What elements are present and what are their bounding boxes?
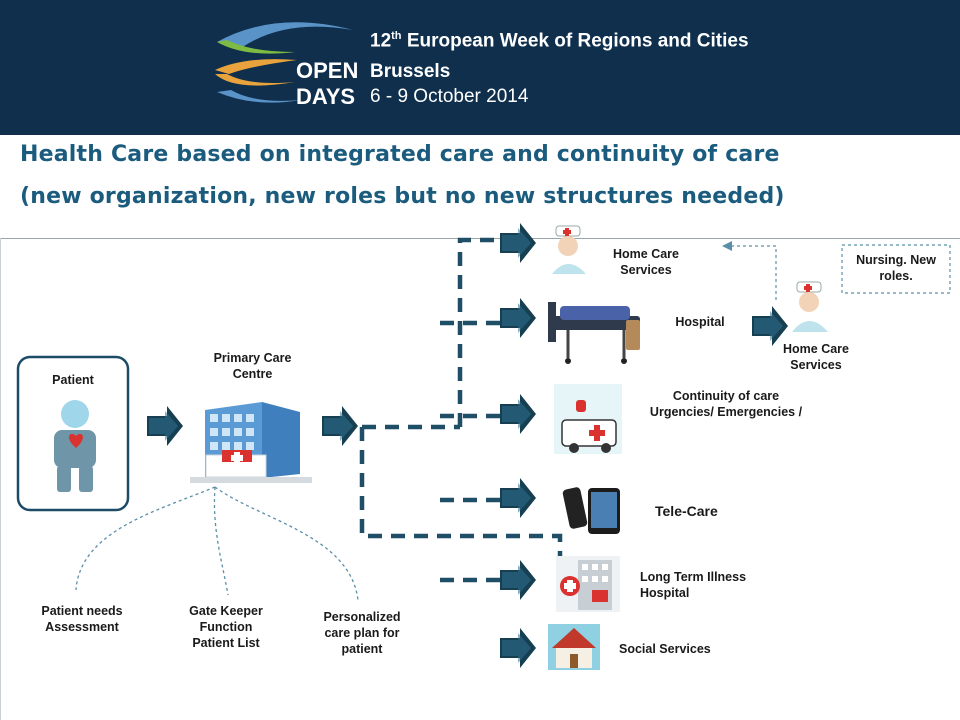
label-primary-care: Primary Care Centre: [213, 351, 292, 381]
arrow-patient-to-centre: [147, 406, 183, 446]
arrow-to-long-term: [500, 560, 536, 600]
arrow-hospital-to-home: [752, 306, 788, 346]
label-home-care-2: Home Care Services: [783, 342, 849, 372]
label-needs-assessment: Patient needs Assessment: [41, 604, 123, 634]
label-social: Social Services: [619, 642, 711, 656]
arrow-to-home-care: [500, 223, 536, 263]
arrow-to-continuity: [500, 394, 536, 434]
event-dates: 6 - 9 October 2014: [370, 86, 529, 107]
arrow-centre-out: [322, 406, 358, 446]
social-services-house-icon: [548, 624, 600, 670]
open-days-logo-icon: [215, 22, 353, 103]
event-suffix: th: [391, 30, 402, 42]
primary-care-building-icon: [190, 402, 312, 483]
label-long-term: Long Term Illness Hospital: [640, 570, 747, 600]
label-continuity: Continuity of care Urgencies/ Emergencie…: [649, 389, 803, 419]
header-banner: OPEN DAYS 12th European Week of Regions …: [0, 0, 960, 135]
event-name: European Week of Regions and Cities: [406, 30, 749, 52]
page-title-line-1: Health Care based on integrated care and…: [20, 142, 780, 167]
nursing-roles-box: [841, 244, 951, 294]
event-number: 12: [370, 30, 392, 52]
label-nursing-roles: Nursing. New roles.: [856, 253, 936, 283]
page-title-line-2: (new organization, new roles but no new …: [20, 184, 785, 209]
logo-word-days: DAYS: [296, 84, 356, 109]
feedback-dashed-line: [730, 245, 777, 300]
arrow-to-tele-care: [500, 478, 536, 518]
label-patient: Patient: [52, 373, 94, 387]
ambulance-icon: [554, 384, 622, 454]
hospital-bed-icon: [548, 302, 640, 364]
label-personalized-plan: Personalized care plan for patient: [323, 610, 401, 656]
arrow-to-hospital: [500, 298, 536, 338]
mobile-devices-icon: [562, 487, 620, 534]
patient-figure-icon: [54, 400, 96, 492]
event-city: Brussels: [370, 61, 451, 82]
event-title: 12th European Week of Regions and Cities: [370, 30, 749, 52]
feedback-arrowhead: [722, 241, 732, 251]
home-care-nurse-2-icon: [792, 281, 828, 332]
logo-word-open: OPEN: [296, 58, 359, 83]
home-care-nurse-icon: [552, 225, 586, 274]
dotted-connectors: [75, 486, 359, 601]
left-border: [0, 238, 1, 720]
label-tele-care: Tele-Care: [655, 503, 718, 519]
label-home-care: Home Care Services: [613, 247, 679, 277]
label-gate-keeper: Gate Keeper Function Patient List: [189, 604, 263, 650]
label-hospital: Hospital: [675, 315, 725, 329]
arrow-to-social: [500, 628, 536, 668]
long-term-hospital-icon: [556, 556, 620, 612]
